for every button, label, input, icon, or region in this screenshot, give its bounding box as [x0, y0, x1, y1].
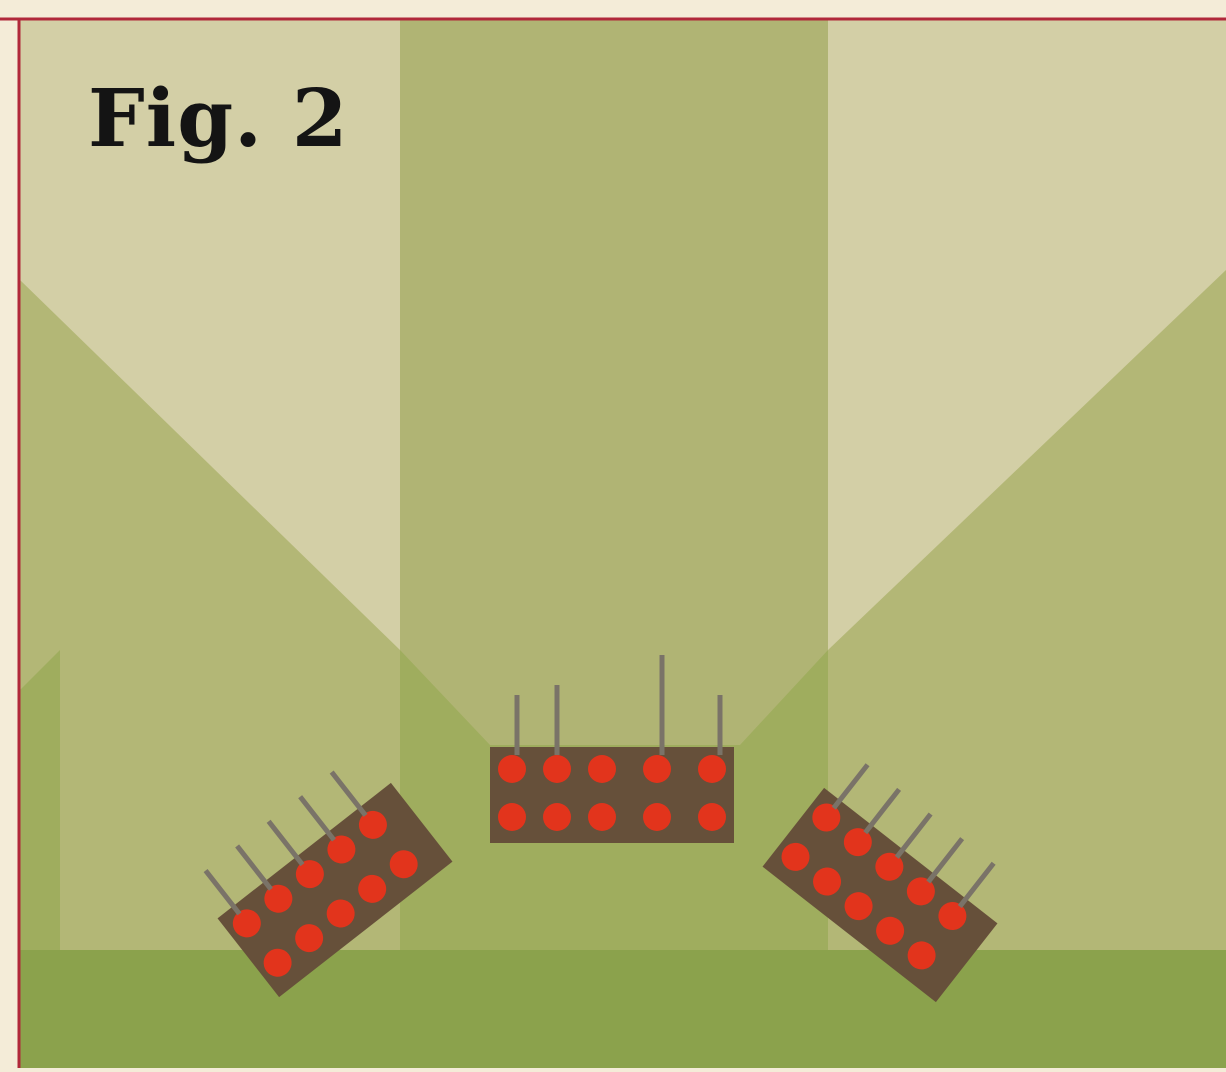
figure-label: Fig. 2: [88, 78, 349, 158]
page-margin-top: [0, 0, 1226, 20]
left-edge-strip: [20, 650, 60, 950]
page-margin-left: [0, 0, 20, 1068]
bottom-band: [20, 950, 1226, 1068]
